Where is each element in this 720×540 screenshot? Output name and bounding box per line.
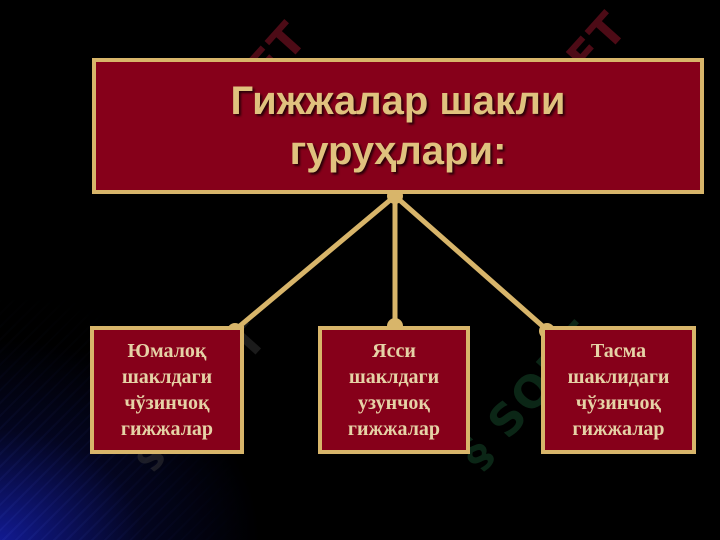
branch-box-tape-worms: Тасма шаклидаги чўзинчоқ гижжалар [541, 326, 696, 454]
title-box: Гижжалар шакли гуруҳлари: [92, 58, 704, 194]
branch-label: Ясси шаклдаги узунчоқ гижжалар [347, 340, 441, 440]
branch-box-flat-worms: Ясси шаклдаги узунчоқ гижжалар [318, 326, 470, 454]
branch-label: Юмалоқ шаклдаги чўзинчоқ гижжалар [120, 340, 214, 440]
branch-label: Тасма шаклидаги чўзинчоқ гижжалар [567, 340, 670, 440]
branch-box-round-worms: Юмалоқ шаклдаги чўзинчоқ гижжалар [90, 326, 244, 454]
diagram-title: Гижжалар шакли гуруҳлари: [230, 79, 566, 173]
connector-right [392, 193, 550, 333]
connector-left [232, 193, 398, 333]
